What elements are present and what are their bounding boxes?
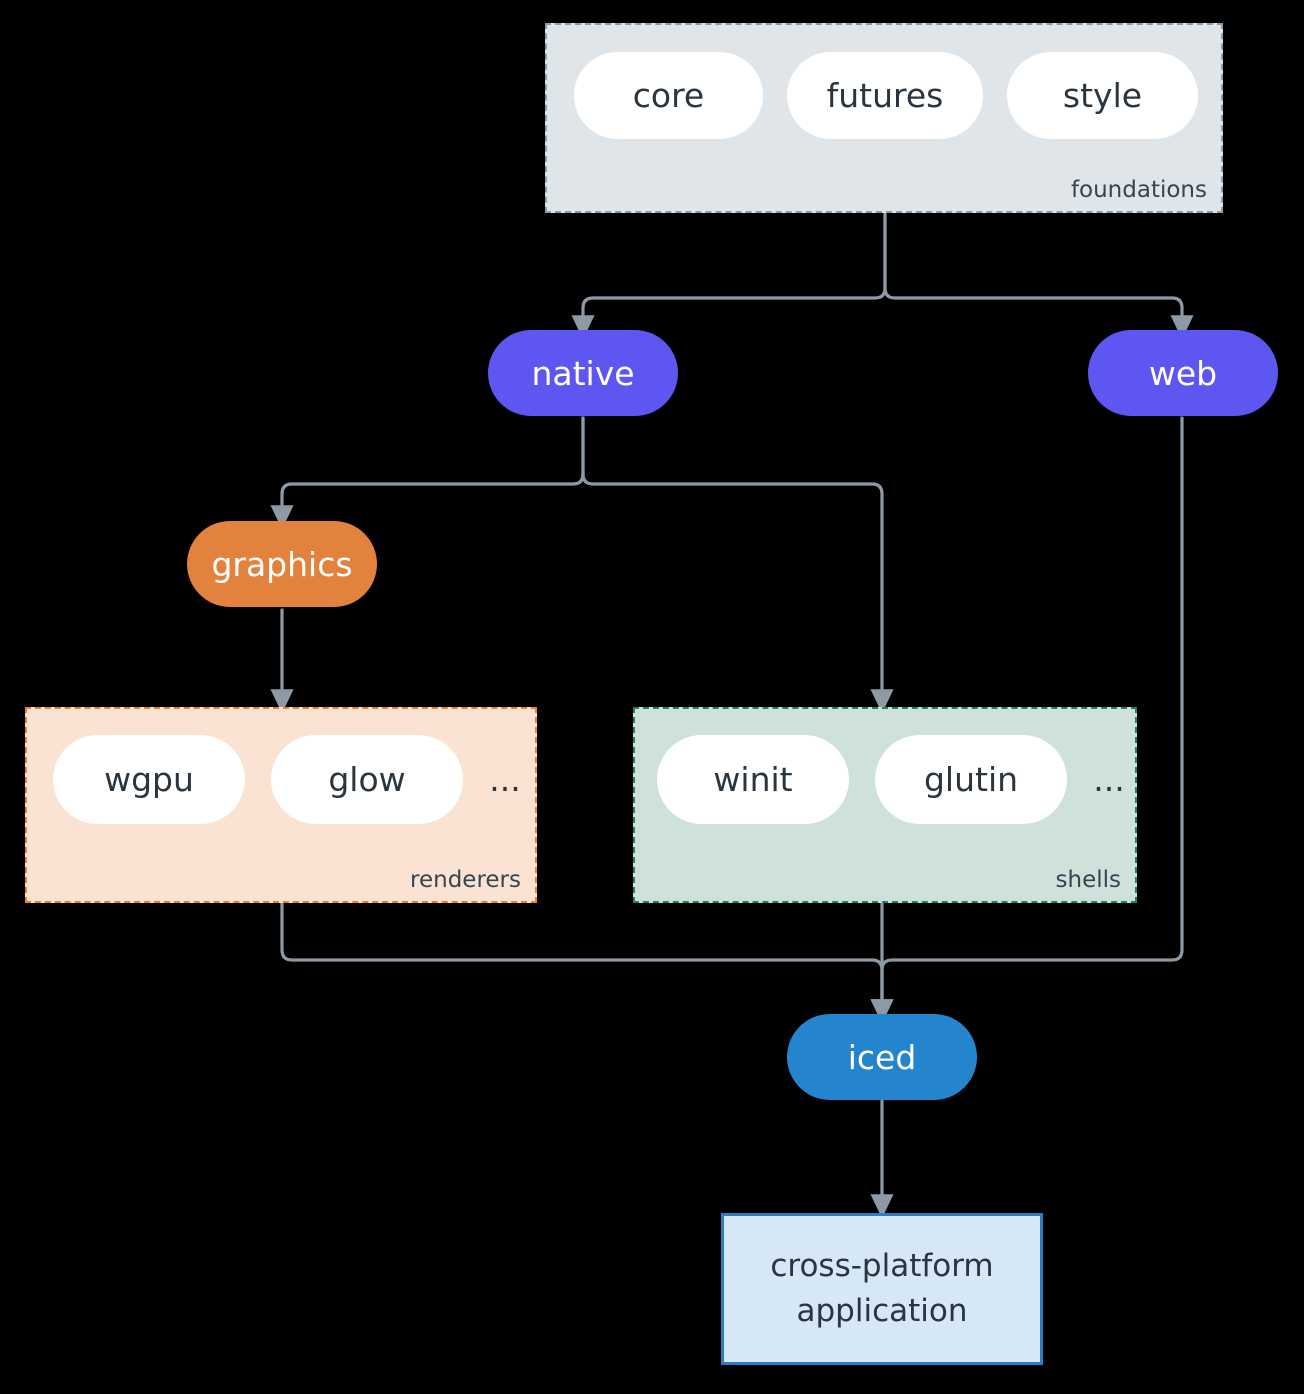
node-application[interactable]: cross-platform application bbox=[721, 1213, 1043, 1365]
node-iced[interactable]: iced bbox=[787, 1014, 977, 1100]
node-graphics-label: graphics bbox=[211, 544, 353, 584]
node-winit-label: winit bbox=[713, 760, 793, 799]
edge-foundations-web bbox=[883, 212, 1194, 340]
node-core-label: core bbox=[632, 76, 705, 115]
node-application-line1: cross-platform bbox=[770, 1248, 994, 1285]
node-glutin-label: glutin bbox=[923, 760, 1019, 799]
node-wgpu[interactable]: wgpu bbox=[53, 735, 245, 824]
node-web[interactable]: web bbox=[1088, 330, 1278, 416]
cluster-foundations-label: foundations bbox=[1070, 177, 1207, 203]
shells-more-ellipsis: ... bbox=[1083, 735, 1135, 824]
node-glow-label: glow bbox=[328, 760, 406, 799]
node-glutin[interactable]: glutin bbox=[875, 735, 1067, 824]
cluster-renderers: wgpu glow ... renderers bbox=[25, 707, 537, 903]
node-glow[interactable]: glow bbox=[271, 735, 463, 824]
node-style-label: style bbox=[1062, 76, 1143, 115]
node-wgpu-label: wgpu bbox=[104, 760, 194, 799]
shells-more-label: ... bbox=[1093, 760, 1125, 799]
node-style[interactable]: style bbox=[1007, 52, 1198, 139]
edge-native-graphics bbox=[270, 416, 585, 530]
node-web-label: web bbox=[1148, 353, 1218, 393]
node-iced-label: iced bbox=[847, 1037, 917, 1077]
renderers-more-label: ... bbox=[489, 760, 521, 799]
cluster-shells: winit glutin ... shells bbox=[633, 707, 1137, 903]
node-application-line2: application bbox=[796, 1293, 968, 1329]
node-core[interactable]: core bbox=[574, 52, 763, 139]
node-native[interactable]: native bbox=[488, 330, 678, 416]
cluster-foundations: core futures style foundations bbox=[545, 23, 1223, 213]
edge-renderers-iced bbox=[280, 901, 894, 1024]
cluster-shells-label: shells bbox=[1055, 867, 1121, 893]
node-futures[interactable]: futures bbox=[787, 52, 983, 139]
node-graphics[interactable]: graphics bbox=[187, 521, 377, 607]
renderers-more-ellipsis: ... bbox=[479, 735, 531, 824]
cluster-renderers-label: renderers bbox=[410, 867, 521, 893]
edge-native-shells bbox=[581, 416, 894, 714]
node-winit[interactable]: winit bbox=[657, 735, 849, 824]
node-native-label: native bbox=[531, 353, 635, 393]
edge-foundations-native bbox=[571, 212, 887, 340]
node-futures-label: futures bbox=[826, 76, 944, 115]
